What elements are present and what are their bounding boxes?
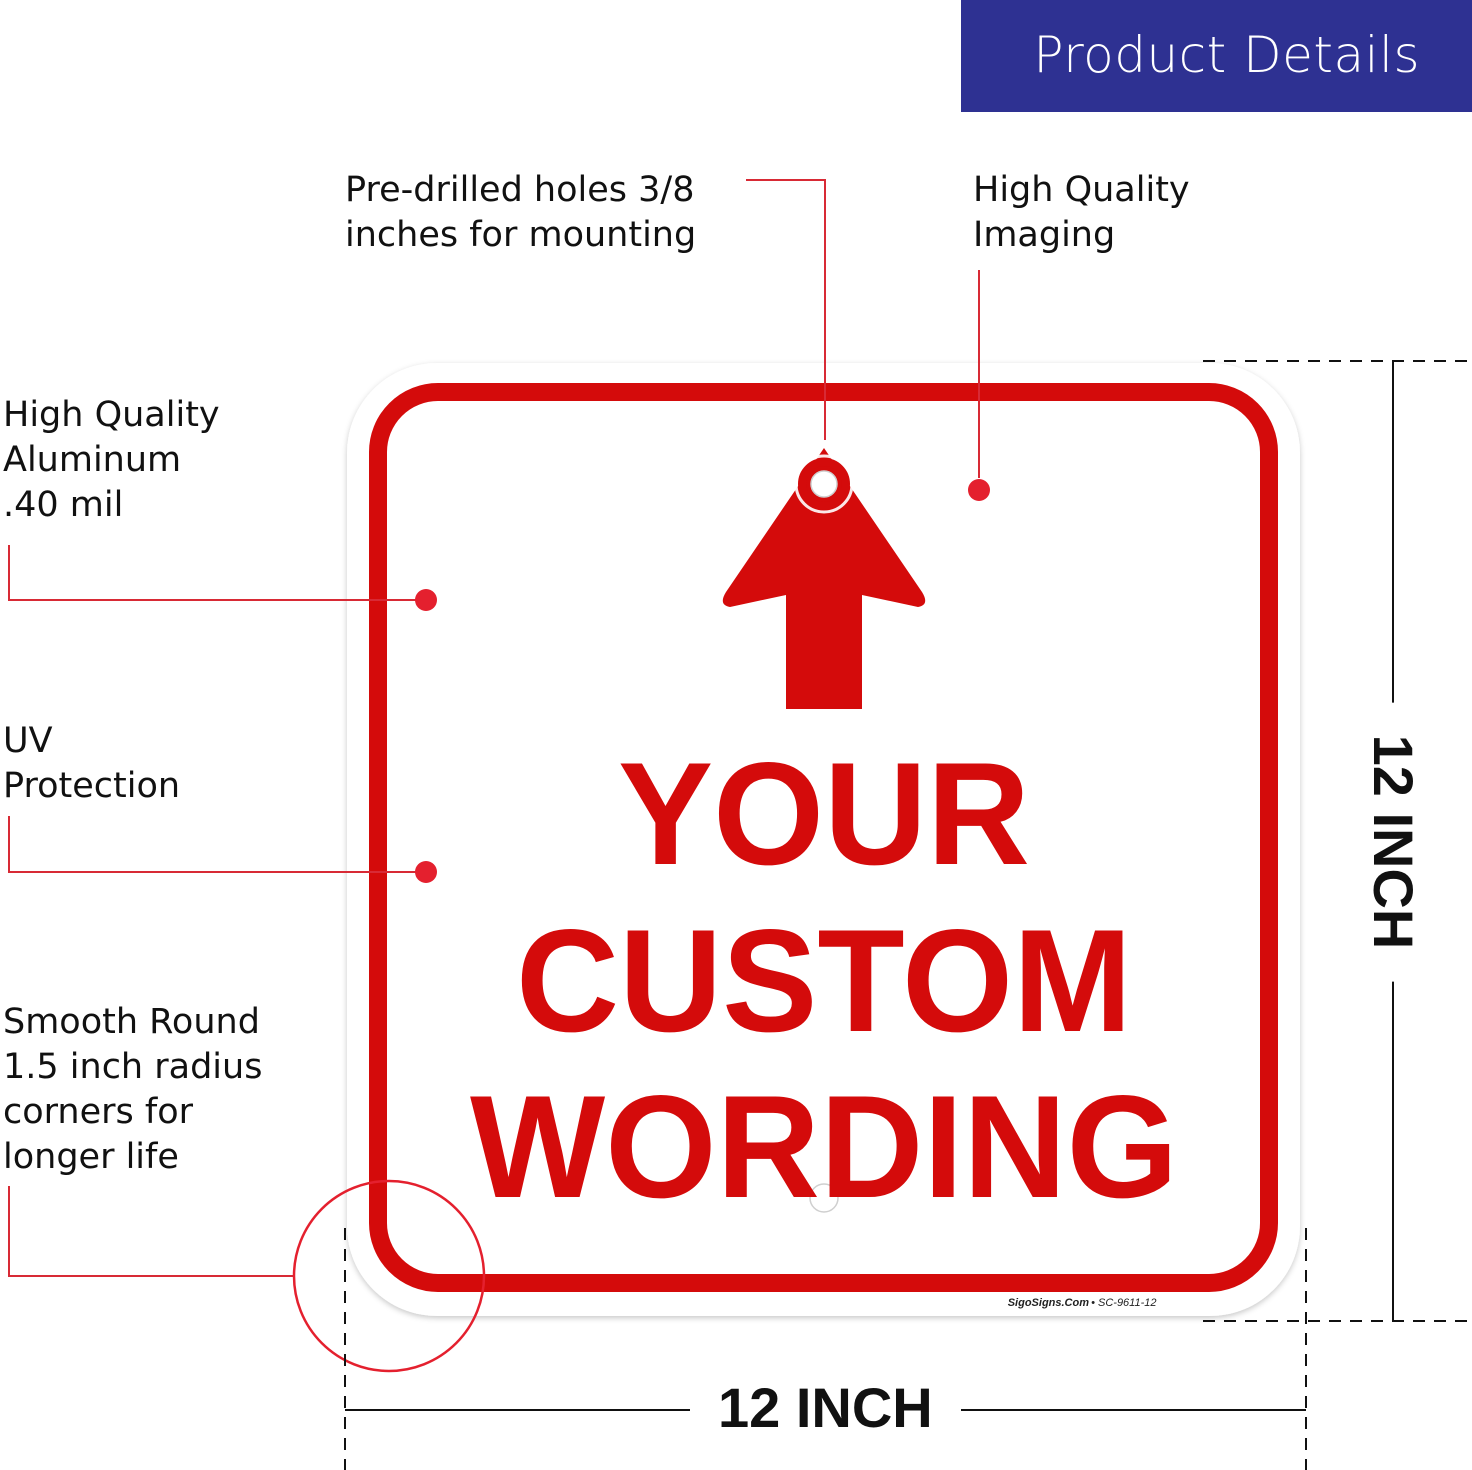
bottom-mounting-hole	[809, 1183, 839, 1213]
sign-code: SC-9611-12	[1098, 1297, 1157, 1309]
holes-callout-line-1: Pre-drilled holes 3/8	[345, 170, 695, 210]
product-details-banner: Product Details	[961, 0, 1472, 112]
corners-callout-line-2: 1.5 inch radius	[3, 1047, 263, 1087]
uv-callout-line	[8, 816, 416, 873]
imaging-callout-line-2: Imaging	[973, 215, 1116, 255]
header-title: Product Details	[1033, 26, 1420, 84]
uv-callout-line-2: Protection	[3, 766, 181, 806]
holes-callout: Pre-drilled holes 3/8 inches for mountin…	[345, 168, 696, 258]
sign-line-custom: CUSTOM	[516, 899, 1132, 1062]
up-arrow-icon	[722, 448, 926, 709]
aluminum-callout-line-3: .40 mil	[3, 485, 124, 525]
aluminum-callout: High Quality Aluminum .40 mil	[3, 393, 220, 528]
top-mounting-hole	[794, 454, 854, 514]
sign-brand: SigoSigns.Com	[1008, 1297, 1090, 1309]
aluminum-callout-dot	[415, 589, 437, 611]
corners-callout-line-1: Smooth Round	[3, 1002, 260, 1042]
corners-callout: Smooth Round 1.5 inch radius corners for…	[3, 1000, 262, 1180]
width-dimension-label: 12 INCH	[690, 1380, 961, 1436]
sign-plate	[347, 363, 1300, 1316]
aluminum-callout-line-1: High Quality	[3, 395, 220, 435]
uv-callout-dot	[415, 861, 437, 883]
sign-line-your: YOUR	[618, 732, 1030, 895]
corners-callout-line-3: corners for	[3, 1092, 194, 1132]
uv-callout-line-1: UV	[3, 721, 53, 761]
holes-callout-line-2: inches for mounting	[345, 215, 697, 255]
uv-callout: UV Protection	[3, 719, 180, 809]
sign-bullet: •	[1091, 1297, 1095, 1309]
corner-highlight-circle	[292, 1179, 486, 1373]
sign-line-wording: WORDING	[470, 1065, 1178, 1228]
corners-callout-line	[8, 1186, 294, 1277]
imaging-callout-line-1: High Quality	[973, 170, 1190, 210]
aluminum-callout-line-2: Aluminum	[3, 440, 182, 480]
sign-red-border	[369, 383, 1278, 1292]
corners-callout-line-4: longer life	[3, 1137, 179, 1177]
imaging-callout-dot	[968, 479, 990, 501]
aluminum-callout-line	[8, 545, 416, 601]
height-dimension-label: 12 INCH	[1362, 702, 1425, 982]
holes-callout-line	[746, 179, 826, 440]
imaging-callout: High Quality Imaging	[973, 168, 1190, 258]
